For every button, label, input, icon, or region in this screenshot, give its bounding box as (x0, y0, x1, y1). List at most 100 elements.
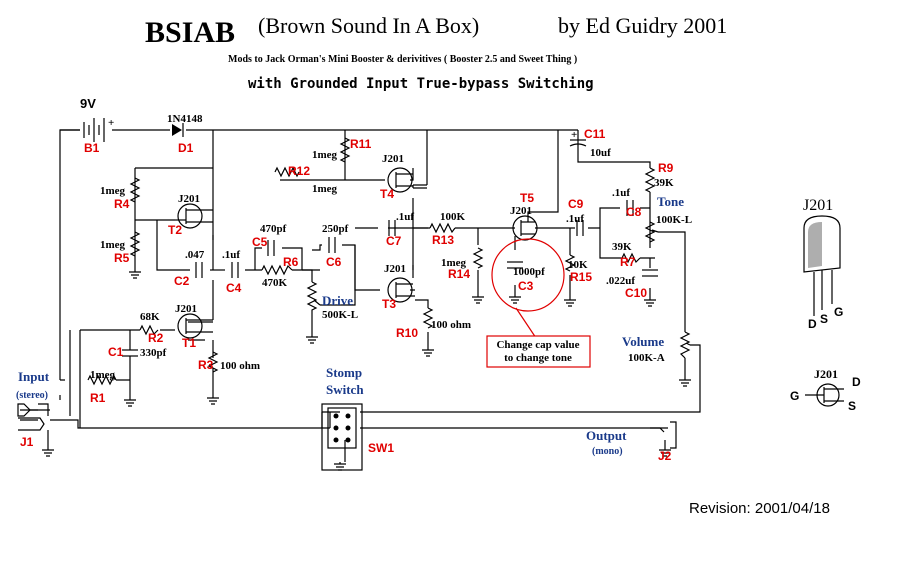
resistor-r9 (644, 167, 656, 193)
label-c1-val: 330pf (140, 347, 167, 359)
subtitle2: with Grounded Input True-bypass Switchin… (248, 76, 594, 92)
label-r2-val: 68K (140, 311, 160, 323)
label-r13: R13 (432, 233, 454, 247)
label-t4: T4 (380, 187, 394, 201)
jfet-t3 (387, 277, 415, 303)
sym-s: S (848, 399, 856, 413)
label-r4-val: 1meg (100, 185, 126, 197)
sym-title: J201 (814, 367, 838, 381)
resistor-r10 (422, 307, 434, 329)
label-r10: R10 (396, 326, 418, 340)
label-j2: J2 (658, 449, 672, 463)
label-c9: C9 (568, 197, 584, 211)
note-line2: to change tone (504, 352, 572, 364)
label-r4: R4 (114, 197, 130, 211)
resistor-r5 (129, 231, 141, 257)
jack-j2 (650, 421, 677, 449)
subtitle: Mods to Jack Orman's Mini Booster & deri… (228, 54, 577, 65)
label-c2: C2 (174, 274, 190, 288)
capacitor-c4 (231, 262, 239, 278)
label-r3-val: 100 ohm (220, 360, 260, 372)
stomp-switch-sw1 (321, 403, 363, 471)
label-t1-part: J201 (175, 303, 197, 315)
label-input-sub: (stereo) (16, 390, 48, 401)
svg-text:+: + (571, 129, 577, 141)
resistor-r3 (207, 351, 219, 373)
label-b1: B1 (84, 141, 100, 155)
resistor-r2 (139, 324, 159, 336)
label-volume: Volume (622, 334, 664, 349)
label-t3-part: J201 (384, 263, 406, 275)
label-c5-val: 470pf (260, 223, 287, 235)
pkg-g: G (834, 305, 843, 319)
capacitor-c7 (388, 220, 396, 236)
svg-text:+: + (108, 117, 114, 129)
label-c1: C1 (108, 345, 124, 359)
label-c4-val: .1uf (222, 249, 240, 261)
label-r11-val: 1meg (312, 149, 338, 161)
capacitor-c5 (267, 240, 275, 256)
label-r12-val: 1meg (312, 183, 338, 195)
label-c9-val: .1uf (566, 213, 584, 225)
label-output: Output (586, 428, 627, 443)
j201-package-drawing (803, 215, 841, 316)
label-r5: R5 (114, 251, 130, 265)
label-sw1: SW1 (368, 441, 394, 455)
capacitor-c2 (195, 262, 203, 278)
resistor-r14 (472, 247, 484, 269)
label-switch: Switch (326, 382, 364, 397)
label-r14-val: 1meg (441, 257, 467, 269)
battery-b1: + (83, 117, 114, 142)
label-t4-part: J201 (382, 153, 404, 165)
label-r12: R12 (288, 164, 310, 178)
label-r15-val: 10K (568, 259, 588, 271)
label-drive: Drive (322, 293, 353, 308)
pot-tone (644, 221, 659, 243)
label-r9-val: 39K (654, 177, 674, 189)
resistor-r12 (274, 166, 300, 178)
jack-j1 (17, 403, 50, 431)
diode-d1 (172, 123, 184, 137)
resistor-r6 (261, 264, 293, 276)
label-c11: C11 (584, 127, 606, 141)
resistor-r13 (429, 222, 456, 234)
pkg-title: J201 (803, 197, 833, 214)
capacitor-c8 (626, 200, 634, 216)
label-r6: R6 (283, 255, 299, 269)
note-line1: Change cap value (496, 339, 579, 351)
label-output-sub: (mono) (592, 446, 623, 457)
resistor-r11 (339, 137, 351, 163)
resistor-r7 (621, 252, 641, 264)
pkg-s: S (820, 312, 828, 326)
resistor-r15 (564, 254, 576, 272)
author: by Ed Guidry 2001 (558, 13, 727, 38)
label-c2-val: .047 (185, 249, 205, 261)
label-r2: R2 (148, 331, 164, 345)
label-volume-val: 100K-A (628, 352, 665, 364)
label-r1-val: 1meg (90, 369, 116, 381)
label-input: Input (18, 369, 50, 384)
sym-d: D (852, 375, 861, 389)
jfet-t2 (175, 203, 213, 229)
label-tone: Tone (657, 194, 684, 209)
pkg-d: D (808, 317, 817, 331)
label-d1: D1 (178, 141, 194, 155)
label-drive-val: 500K-L (322, 309, 358, 321)
label-c7: C7 (386, 234, 402, 248)
label-t3: T3 (382, 297, 396, 311)
label-r10-val: 100 ohm (431, 319, 471, 331)
label-c3-val: 1000pf (513, 266, 545, 278)
label-r14: R14 (448, 267, 470, 281)
revision: Revision: 2001/04/18 (689, 500, 830, 517)
label-t5-part: J201 (510, 205, 532, 217)
label-c11-val: 10uf (590, 147, 611, 159)
capacitor-c1 (122, 349, 138, 357)
label-stomp: Stomp (326, 365, 362, 380)
label-r13-val: 100K (440, 211, 466, 223)
label-j1: J1 (20, 435, 34, 449)
label-t2: T2 (168, 223, 182, 237)
label-r1: R1 (90, 391, 106, 405)
label-r9: R9 (658, 161, 674, 175)
